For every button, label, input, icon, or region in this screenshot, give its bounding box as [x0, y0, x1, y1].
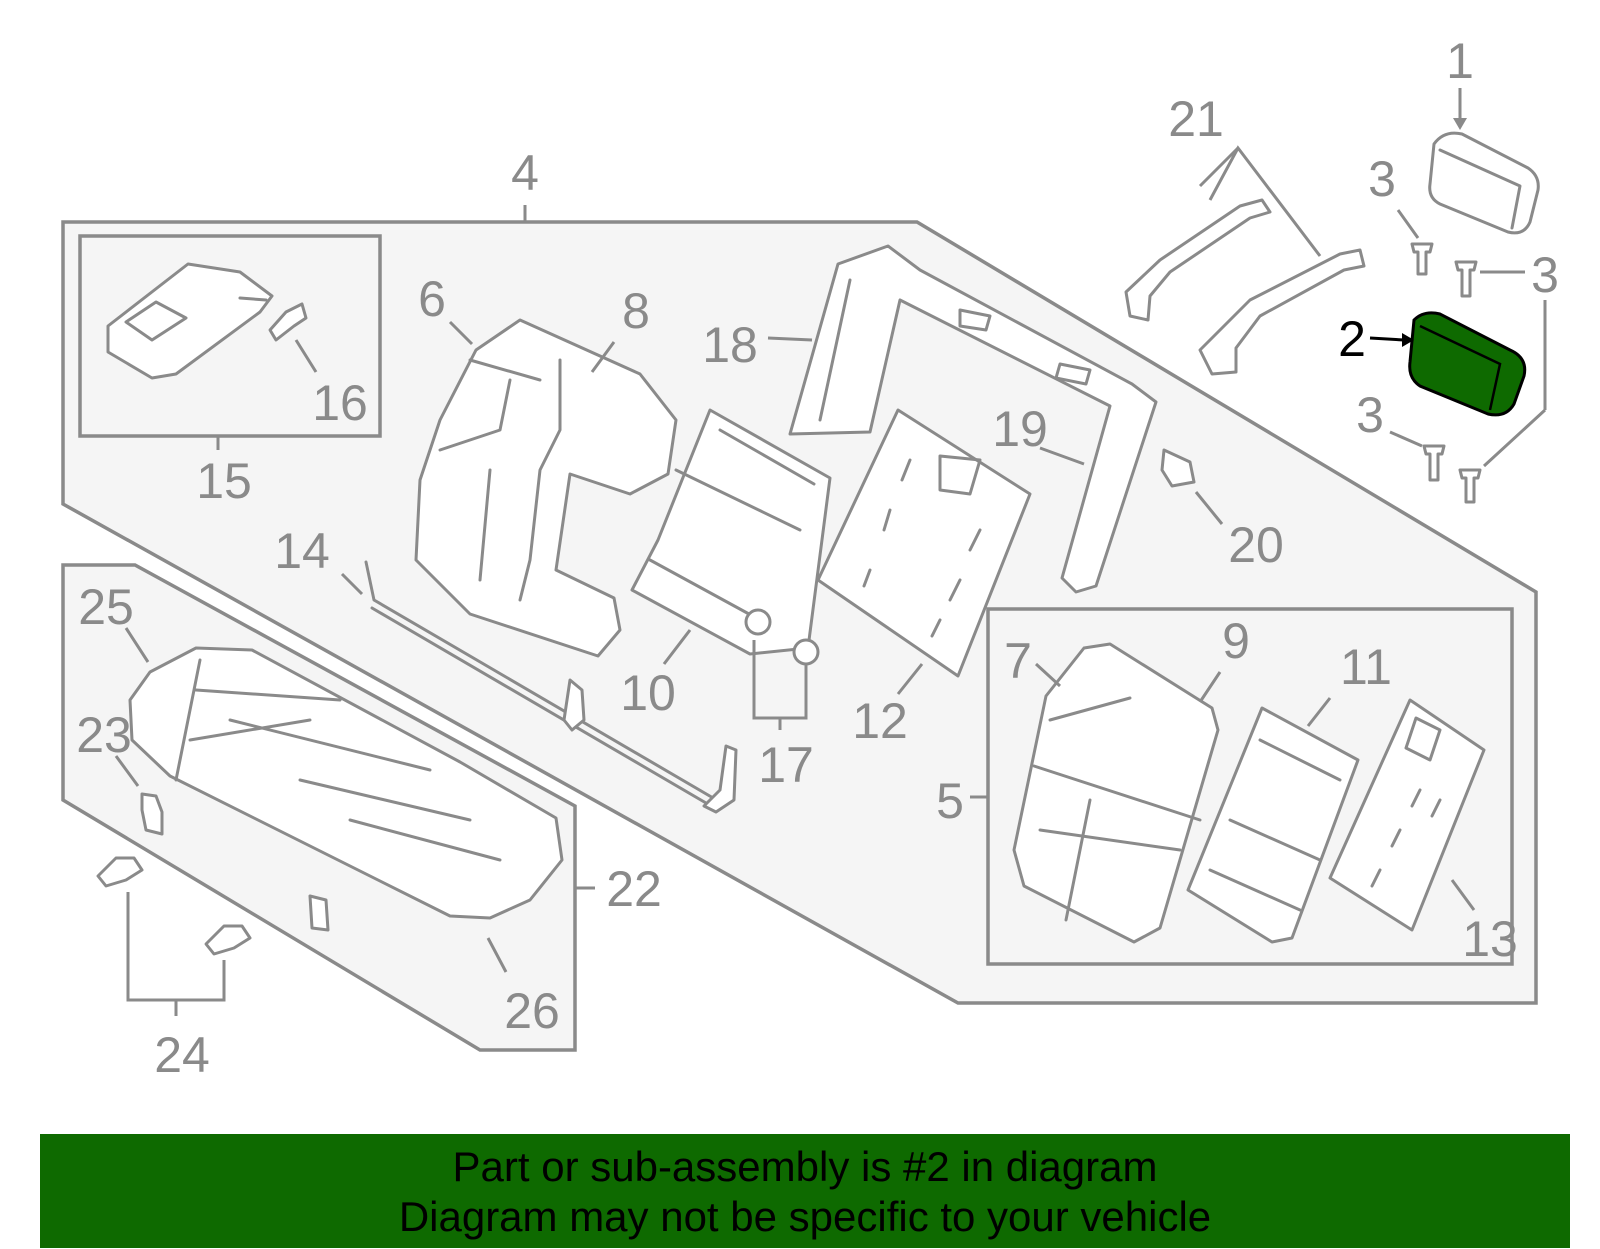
callout-1: 1	[1446, 33, 1474, 89]
callout-4: 4	[511, 145, 539, 201]
callout-18: 18	[702, 317, 758, 373]
seat-back-frame-18-19	[788, 244, 1158, 594]
callout-9: 9	[1222, 613, 1250, 669]
callout-21: 21	[1168, 91, 1224, 147]
callout-3-a: 3	[1368, 151, 1396, 207]
callout-10: 10	[620, 665, 676, 721]
leader-16	[294, 339, 318, 373]
leader-20	[1194, 491, 1224, 525]
hook-24-a	[96, 856, 144, 888]
callout-2: 2	[1338, 311, 1366, 367]
grommet-17-b	[792, 638, 820, 666]
leader-7	[1034, 662, 1062, 688]
leader-25	[124, 627, 150, 663]
banner-line-1: Part or sub-assembly is #2 in diagram	[452, 1143, 1158, 1190]
seat-frame-11	[1186, 706, 1360, 944]
leader-19	[1039, 446, 1085, 466]
callout-14: 14	[274, 523, 330, 579]
callout-8: 8	[622, 283, 650, 339]
seat-back-6-8	[414, 318, 678, 658]
leader-26	[486, 937, 508, 973]
callout-5: 5	[936, 773, 964, 829]
banner-line-2: Diagram may not be specific to your vehi…	[398, 1193, 1212, 1240]
headrest-part-2-highlighted	[1408, 311, 1527, 417]
guide-pin-3-d	[1458, 468, 1482, 504]
callout-3-c: 3	[1356, 387, 1384, 443]
callout-25: 25	[78, 579, 134, 635]
callout-23: 23	[76, 707, 132, 763]
callout-11: 11	[1340, 639, 1392, 695]
leader-2	[1369, 336, 1405, 342]
armrest-15	[106, 262, 274, 380]
callout-20: 20	[1228, 517, 1284, 573]
callout-22: 22	[606, 861, 662, 917]
leader-13	[1450, 879, 1476, 911]
callout-15: 15	[196, 453, 252, 509]
leader-3e	[1482, 408, 1547, 468]
callout-12: 12	[852, 693, 908, 749]
leader-10	[662, 629, 692, 665]
leader-6	[448, 320, 474, 346]
leader-18	[767, 336, 813, 342]
panel-13	[1328, 698, 1486, 932]
bracket-21	[1124, 198, 1366, 376]
leader-11	[1306, 697, 1332, 727]
clip-20	[1160, 448, 1196, 488]
seat-back-7-9	[1012, 642, 1220, 944]
guide-pin-3-c	[1422, 444, 1446, 482]
callout-16: 16	[312, 375, 368, 431]
rod-14	[364, 560, 738, 814]
headrest-part-1	[1428, 131, 1540, 235]
seat-cushion-22	[128, 646, 564, 920]
callout-3-b: 3	[1531, 247, 1559, 303]
bracket-16	[268, 302, 308, 342]
callout-7: 7	[1004, 633, 1032, 689]
callout-13: 13	[1462, 911, 1518, 967]
seat-frame-10	[630, 408, 832, 656]
callout-26: 26	[504, 983, 560, 1039]
callout-17: 17	[758, 737, 814, 793]
leader-12	[896, 663, 924, 695]
leader-3a	[1396, 209, 1420, 239]
guide-pin-3-a	[1410, 242, 1434, 276]
clip-23	[140, 792, 164, 836]
leader-23	[114, 755, 140, 787]
hook-24-b	[204, 924, 252, 956]
callout-6: 6	[418, 271, 446, 327]
leader-8	[590, 341, 616, 373]
leader-3c	[1389, 430, 1423, 448]
leader-14	[340, 572, 364, 596]
guide-pin-3-b	[1454, 260, 1478, 298]
info-banner: Part or sub-assembly is #2 in diagram Di…	[40, 1134, 1570, 1248]
leader-9	[1198, 671, 1222, 703]
panel-12	[816, 408, 1032, 678]
callout-24: 24	[154, 1027, 210, 1083]
callout-19: 19	[992, 401, 1048, 457]
clip-23-b	[308, 894, 330, 932]
